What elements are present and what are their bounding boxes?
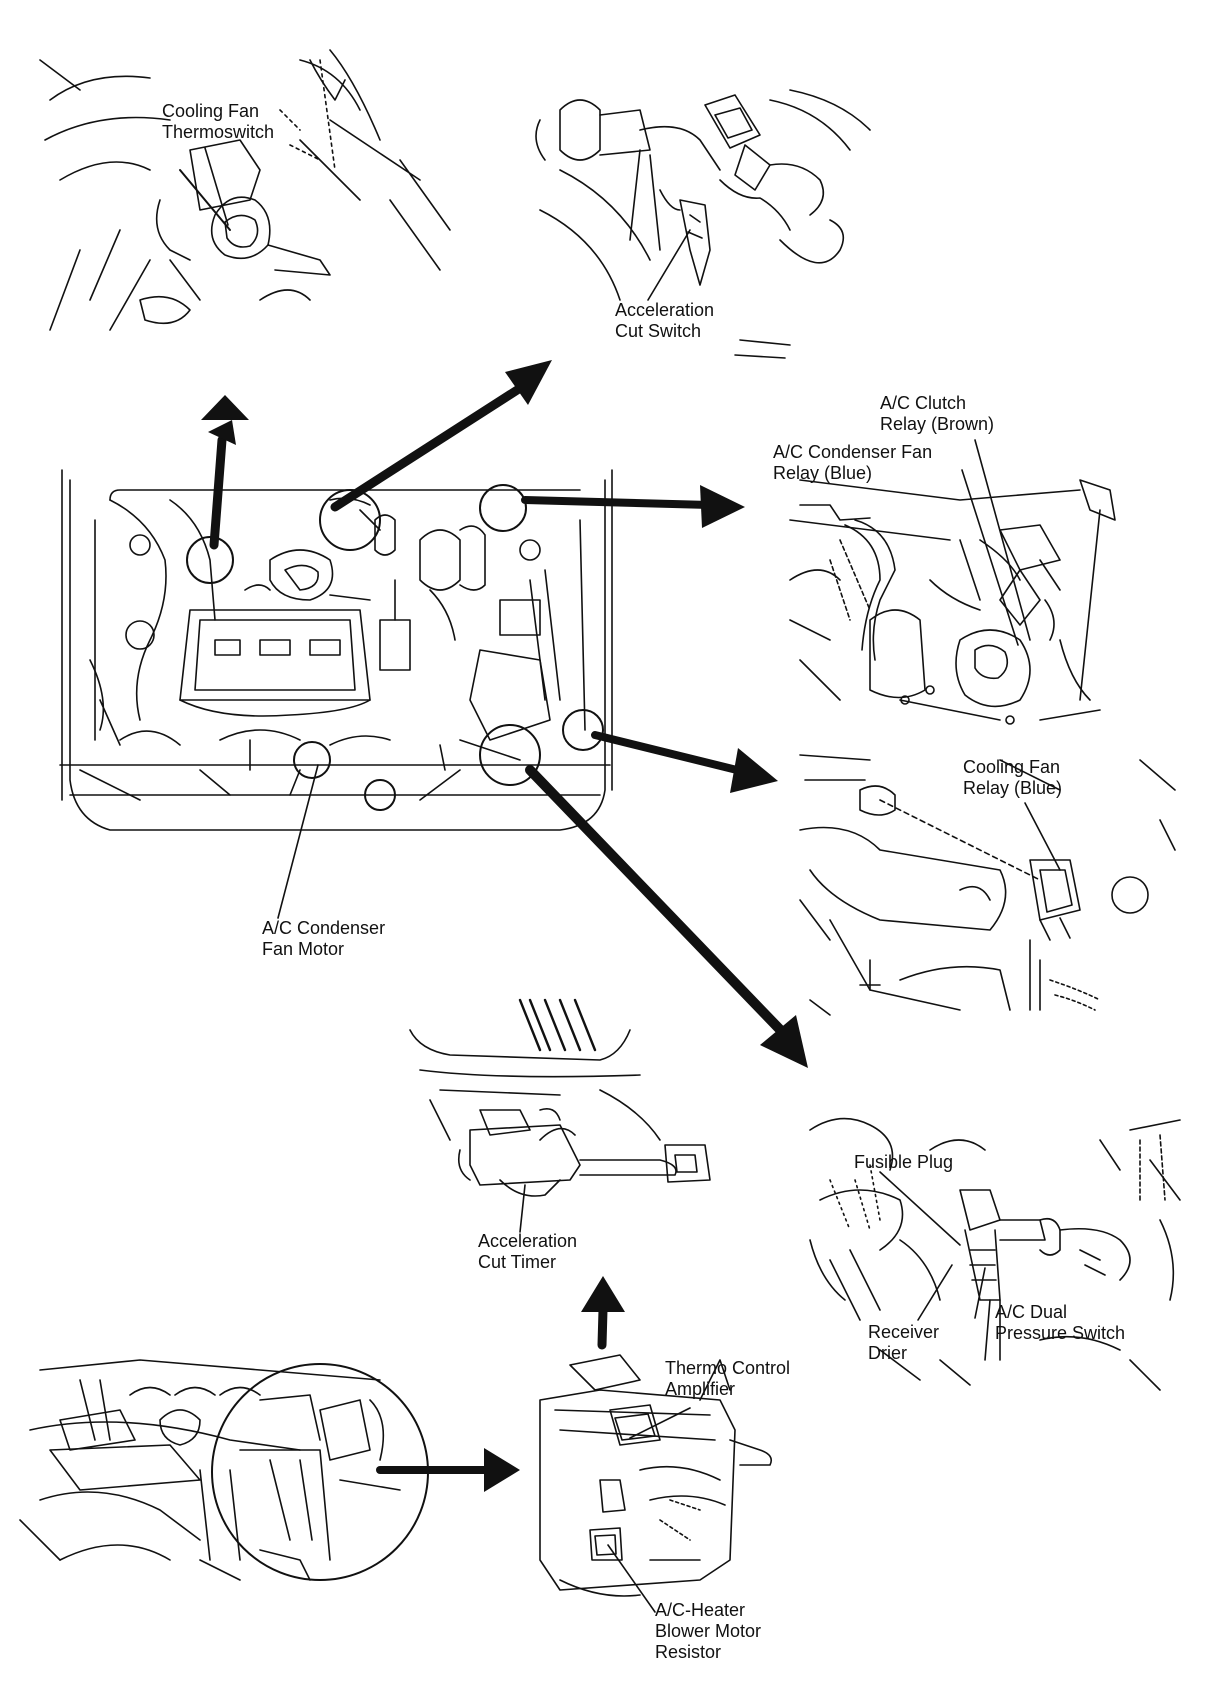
label-ac-condenser-fan-relay: A/C Condenser Fan Relay (Blue) [773, 442, 933, 483]
label-fusible-plug: Fusible Plug [854, 1152, 954, 1172]
panel-dashboard [19, 1359, 429, 1581]
panel-heater-unit [539, 1354, 773, 1597]
label-ac-condenser-fan-motor: A/C Condenser Fan Motor [262, 918, 386, 959]
label-ac-heater-blower-motor-resistor: A/C-Heater Blower Motor Resistor [655, 1600, 762, 1662]
label-acceleration-cut-timer: Acceleration Cut Timer [478, 1231, 578, 1272]
panel-ac-relays [789, 479, 1116, 725]
label-receiver-drier: Receiver Drier [868, 1322, 940, 1363]
label-acceleration-cut-switch: Acceleration Cut Switch [615, 300, 715, 341]
panel-cooling-fan-relay [799, 754, 1176, 1016]
leader-lines [204, 147, 1061, 1613]
panel-acceleration-cut-timer [409, 998, 711, 1197]
label-ac-dual-pressure-switch: A/C Dual Pressure Switch [995, 1302, 1126, 1343]
callout-arrows [201, 360, 808, 1492]
panel-acceleration-cut-switch [535, 89, 871, 359]
panel-receiver-drier [809, 1117, 1181, 1391]
label-thermo-control-amplifier: Thermo Control Amplifier [665, 1358, 791, 1399]
panel-cooling-fan-thermoswitch [39, 49, 451, 331]
engine-compartment-overview [59, 469, 613, 831]
label-ac-clutch-relay: A/C Clutch Relay (Brown) [880, 393, 995, 434]
label-cooling-fan-thermoswitch: Cooling Fan Thermoswitch [162, 101, 275, 142]
label-cooling-fan-relay: Cooling Fan Relay (Blue) [963, 757, 1063, 798]
